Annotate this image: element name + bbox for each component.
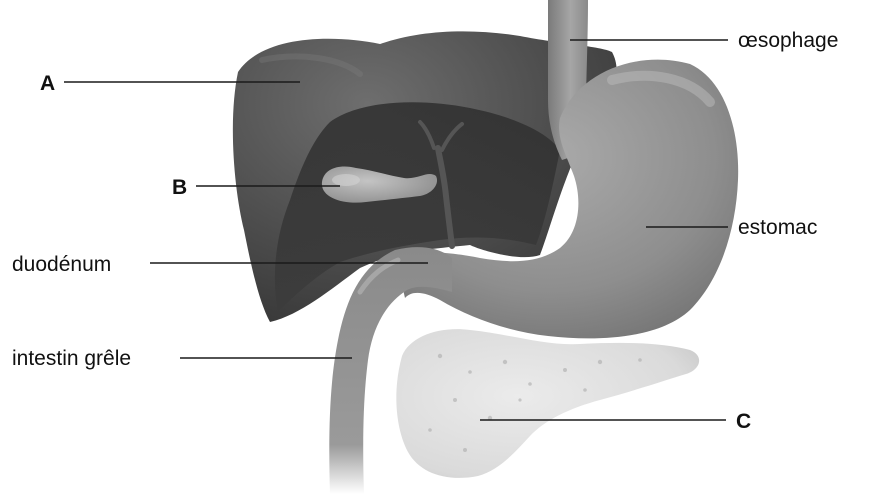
label-duodenum: duodénum (12, 254, 111, 275)
label-a: A (40, 73, 55, 94)
label-stomach: estomac (738, 217, 817, 238)
label-c: C (736, 411, 751, 432)
label-small-intestine: intestin grêle (12, 348, 131, 369)
pancreas-shape (396, 329, 699, 478)
label-b: B (172, 177, 187, 198)
label-oesophagus: œsophage (738, 30, 838, 51)
